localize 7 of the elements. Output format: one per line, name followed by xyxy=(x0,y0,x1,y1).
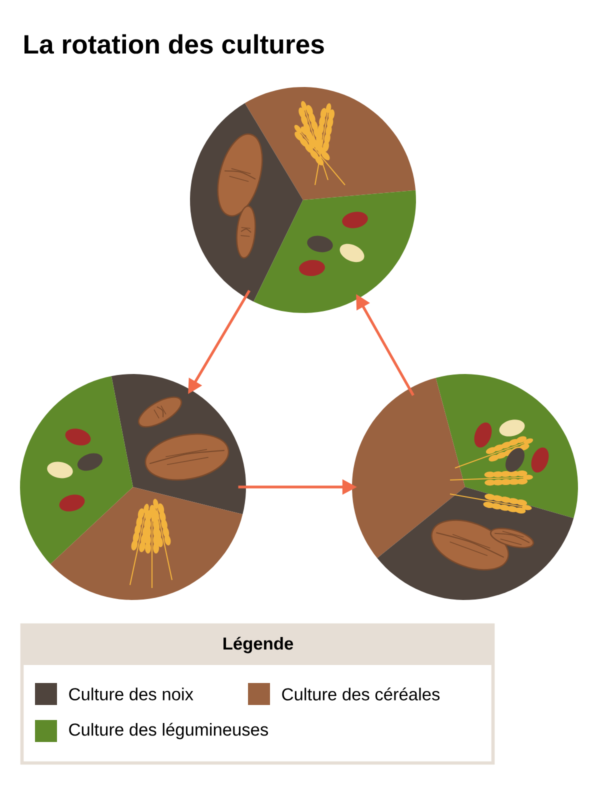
crop-circle-drawing xyxy=(190,87,416,313)
title: La rotation des cultures xyxy=(24,34,324,54)
legend-label: Culture des noix xyxy=(69,688,194,700)
crop-circle-drawing xyxy=(20,374,246,600)
legend-label: Culture des céréales xyxy=(282,688,440,700)
legend-label: Culture des légumineuses xyxy=(69,722,268,740)
crop-circle-drawing xyxy=(352,374,578,600)
